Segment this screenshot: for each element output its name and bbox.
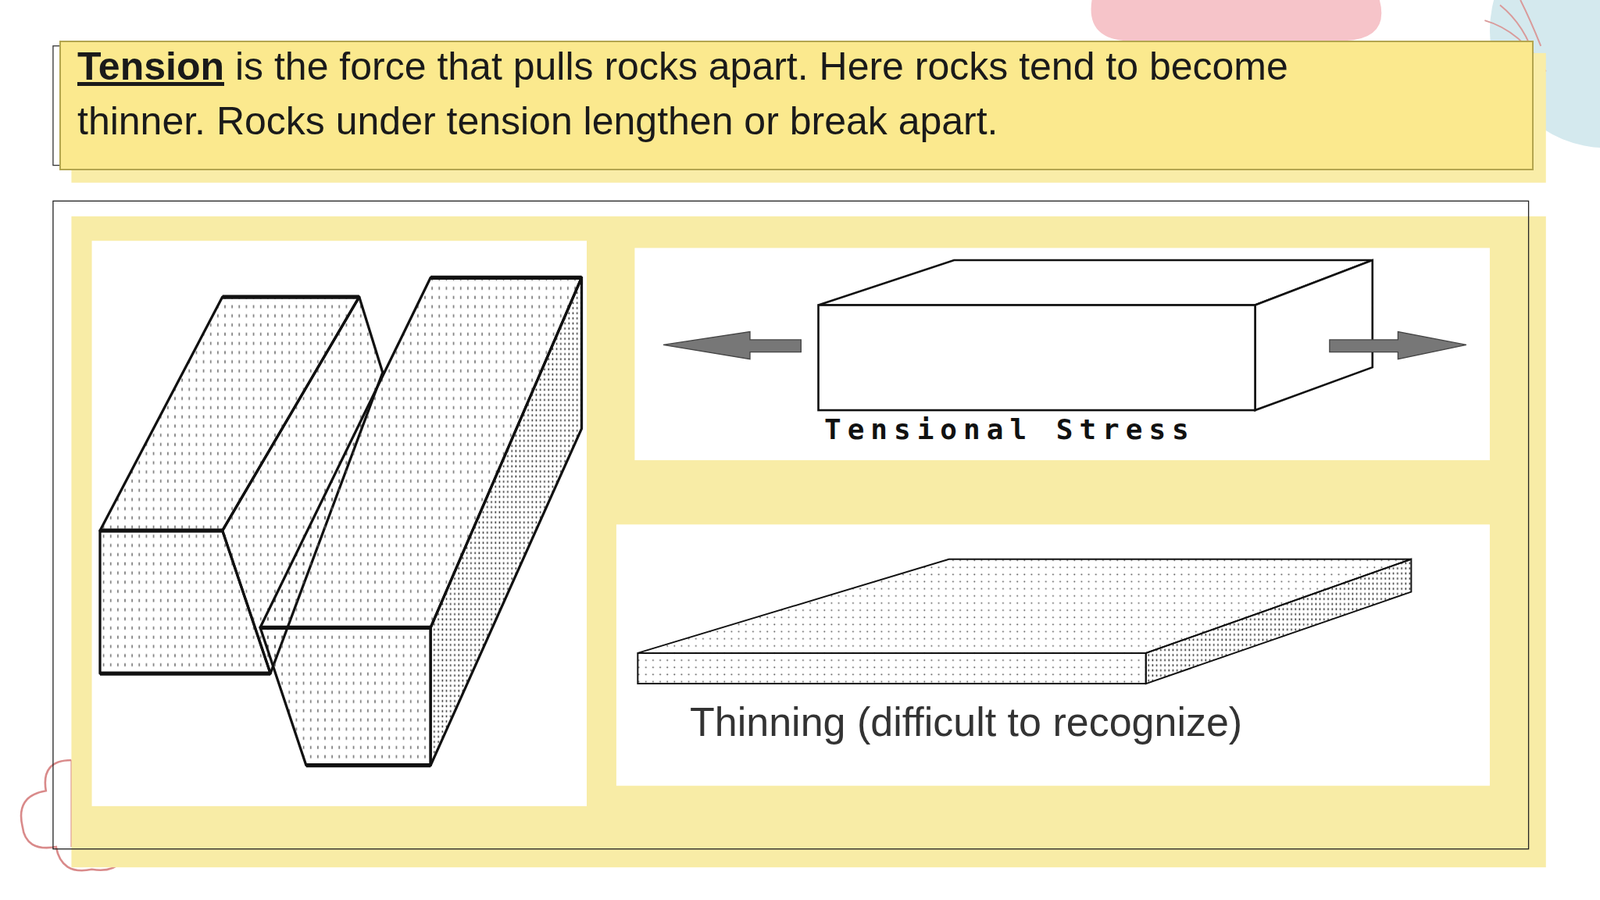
edge-line: [260, 625, 431, 630]
edge-line: [100, 671, 271, 675]
image-background: [92, 240, 587, 807]
term-heading: Tension: [77, 44, 225, 89]
image-panel: [71, 216, 1546, 868]
decor-blob: [1091, 0, 1383, 41]
block-front-face: [260, 627, 431, 765]
block-front-face: [100, 530, 271, 674]
figure-label: Tensional Stress: [824, 412, 1196, 447]
edge-line: [430, 275, 582, 280]
edge-line: [306, 763, 431, 768]
block-side-face: [1255, 260, 1373, 411]
block-edges: [100, 277, 582, 765]
tension-arrow-left: [663, 331, 801, 359]
image-background: [634, 247, 1490, 461]
slab-front-face: [637, 653, 1146, 684]
thin-slab: [637, 559, 1411, 684]
edge-line: [100, 528, 223, 533]
figure-label: Thinning (difficult to recognize): [689, 697, 1243, 747]
block-side-face: [430, 277, 582, 765]
text-block: Tensionis the force that pulls rocks apa…: [60, 39, 1422, 149]
image-frame: [53, 200, 1529, 849]
definition-text: is the force that pulls rocks apart. Her…: [77, 44, 1289, 143]
stress-block: [818, 260, 1373, 411]
tension-arrow-right: [1329, 331, 1467, 359]
definition-box: Tensionis the force that pulls rocks apa…: [59, 40, 1534, 171]
slab-side-face: [1146, 559, 1412, 684]
edge-line: [222, 294, 360, 299]
image-background: [616, 524, 1490, 786]
fault-blocks: [100, 277, 582, 765]
block-front-face: [818, 305, 1256, 411]
